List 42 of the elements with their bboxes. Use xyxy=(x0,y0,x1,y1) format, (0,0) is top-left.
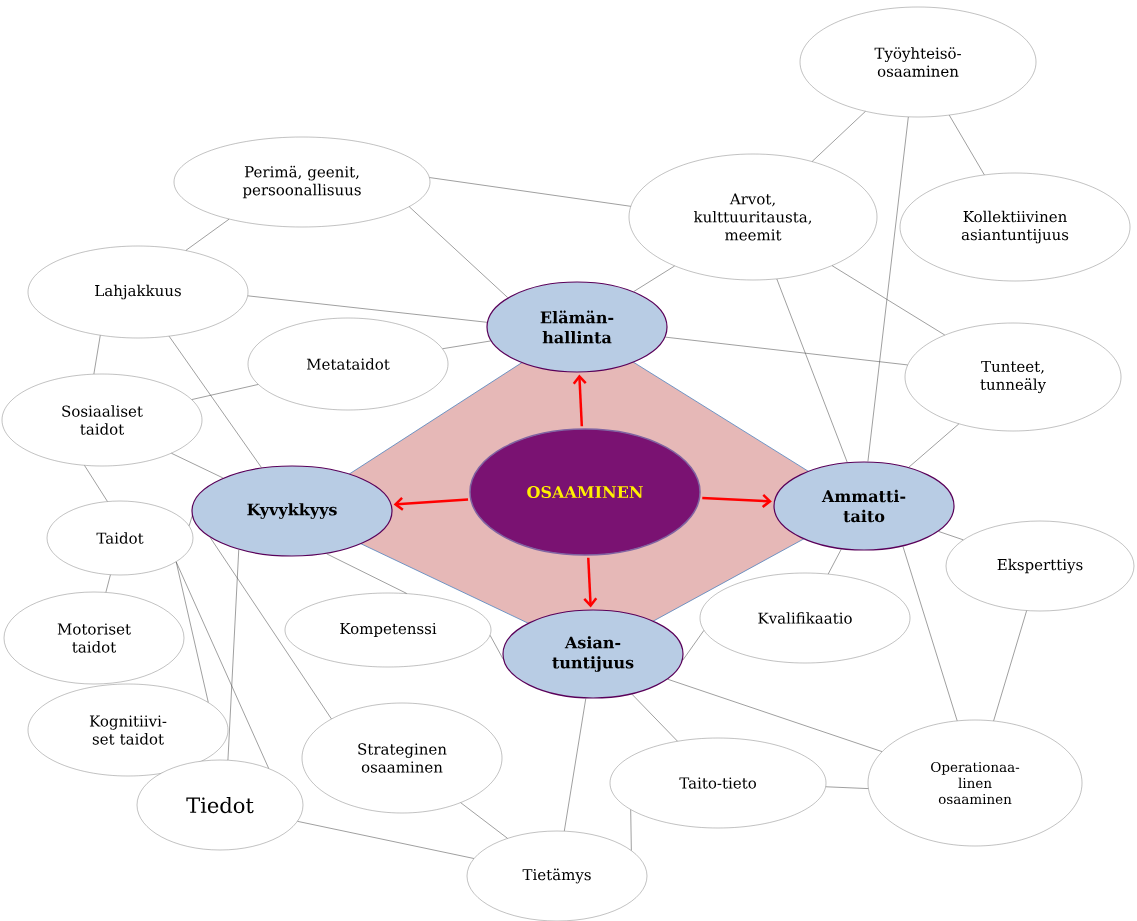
connector-line xyxy=(171,453,224,479)
connector-line xyxy=(908,423,960,468)
connector-line xyxy=(902,546,958,721)
connector-line xyxy=(210,537,332,720)
connector-line xyxy=(828,548,842,575)
connector-line xyxy=(811,111,866,162)
connector-line xyxy=(633,265,675,292)
connector-line xyxy=(297,821,475,859)
arrow xyxy=(583,557,598,608)
connector-line xyxy=(185,218,230,251)
arrow xyxy=(702,494,772,508)
connector-line xyxy=(429,177,631,207)
connector-line xyxy=(825,786,869,789)
connector-line xyxy=(93,335,101,375)
connector-line xyxy=(667,679,883,752)
connector-line xyxy=(175,561,209,703)
connector-line xyxy=(227,549,239,761)
arrow xyxy=(393,496,469,511)
connector-line xyxy=(175,561,269,769)
connector-line xyxy=(489,635,504,659)
connector-line xyxy=(564,698,587,832)
connector-line xyxy=(776,278,848,463)
connector-line xyxy=(993,610,1027,721)
connector-line xyxy=(831,265,945,336)
connector-line xyxy=(409,206,508,298)
connector-line xyxy=(247,295,488,323)
connector-line xyxy=(84,465,108,502)
connector-line xyxy=(191,384,259,400)
connector-line xyxy=(105,574,111,593)
connector-line xyxy=(460,802,508,839)
connector-line xyxy=(630,809,632,851)
connector-line xyxy=(665,336,908,366)
connector-line xyxy=(168,336,262,468)
connector-line xyxy=(949,115,985,175)
connector-line xyxy=(938,531,964,541)
connector-line xyxy=(442,340,491,349)
arrow xyxy=(572,374,587,427)
connector-line xyxy=(682,630,705,661)
connector-line xyxy=(326,553,407,594)
connector-line xyxy=(631,694,678,742)
connector-line xyxy=(867,116,909,462)
connector-line xyxy=(188,516,193,527)
